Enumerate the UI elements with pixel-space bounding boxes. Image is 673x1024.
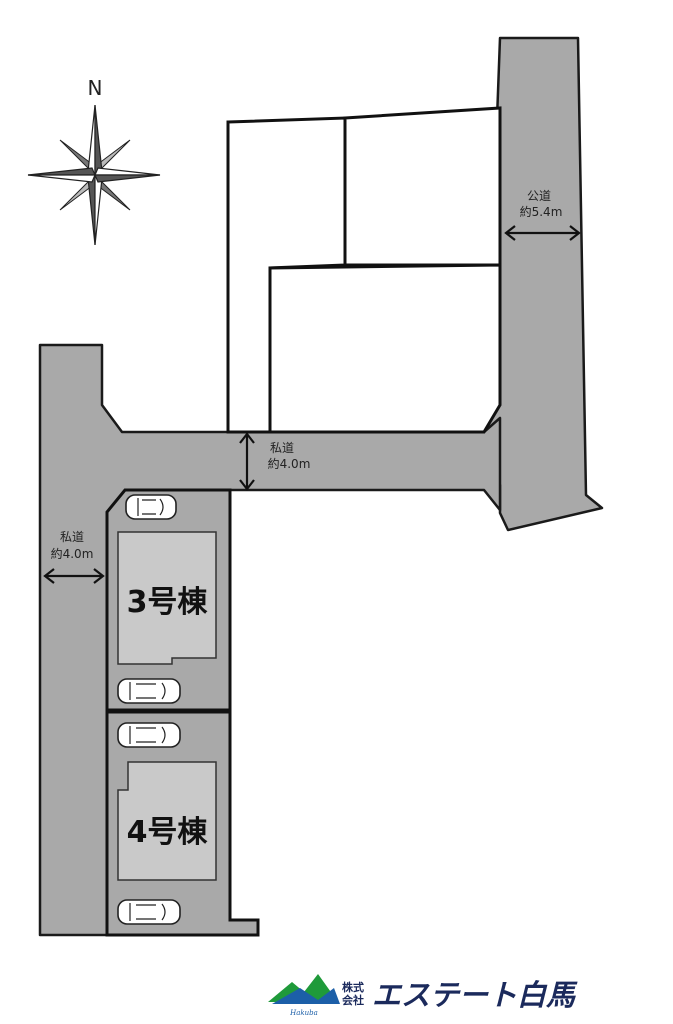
car-icon xyxy=(125,494,177,520)
public-road xyxy=(482,36,604,532)
company-name: エステート白馬 xyxy=(372,978,578,1012)
private-road-label: 私道 xyxy=(270,441,294,455)
building-4-label: 4号棟 xyxy=(127,815,209,850)
company-logo: Hakuba 株式 会社 エステート白馬 xyxy=(268,974,578,1017)
car-icon xyxy=(117,899,181,925)
compass-north-label: N xyxy=(88,76,103,100)
lot-lower-right xyxy=(268,263,502,434)
building-4-footprint xyxy=(117,761,217,881)
private-road-width: 約4.0m xyxy=(268,456,311,471)
lot-upper-right xyxy=(343,106,502,267)
private-road-vertical-label: 私道 xyxy=(60,530,84,544)
compass-icon: N xyxy=(27,76,161,246)
building-3-footprint xyxy=(117,531,217,665)
public-road-width: 約5.4m xyxy=(520,204,563,219)
company-logo-script: Hakuba xyxy=(289,1009,318,1017)
public-road-label: 公道 xyxy=(527,189,551,203)
upper-lots xyxy=(226,106,502,434)
public-road-width-arrow xyxy=(504,225,581,241)
private-road-vertical-width: 約4.0m xyxy=(51,546,94,561)
company-prefix-top: 株式 xyxy=(342,980,364,994)
car-icon xyxy=(117,678,181,704)
building-3-label: 3号棟 xyxy=(127,585,209,620)
private-road-width-arrow xyxy=(239,432,255,491)
car-icon xyxy=(117,722,181,748)
company-prefix-bottom: 会社 xyxy=(342,993,364,1007)
private-road-vertical-width-arrow xyxy=(43,568,105,584)
